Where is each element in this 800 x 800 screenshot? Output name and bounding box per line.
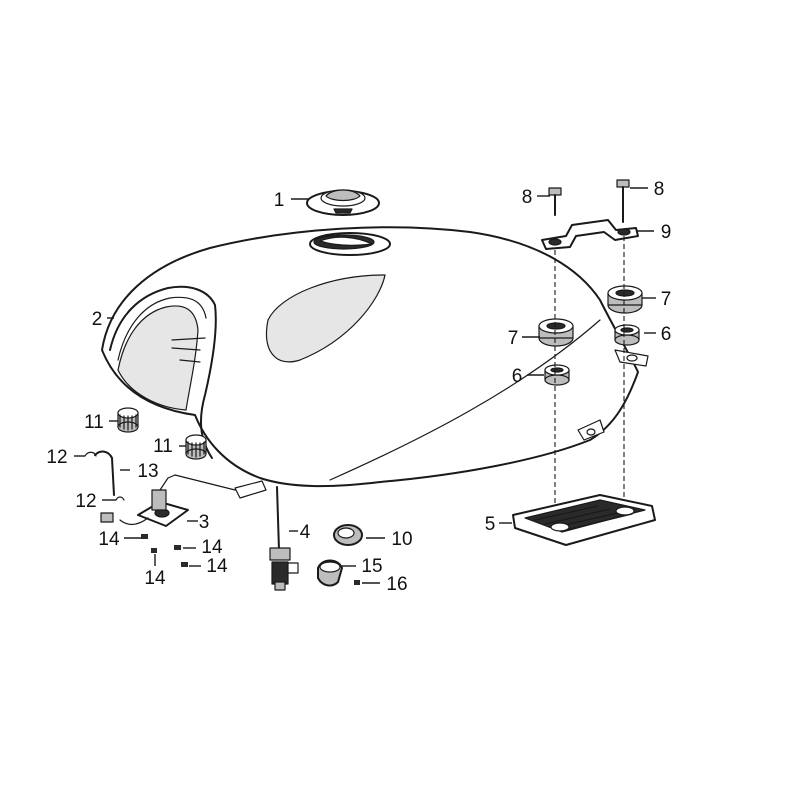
callout-14-a: 14 [98, 529, 120, 550]
callout-15: 15 [361, 556, 382, 577]
knob-screw [354, 580, 360, 585]
rubber-mat [512, 494, 656, 546]
tap-knob [317, 559, 343, 587]
rubber-ring [333, 524, 363, 546]
grommet-middle [538, 318, 574, 347]
leader-lines [74, 187, 656, 584]
breather-hose [94, 450, 115, 496]
screw-a [141, 534, 148, 539]
callout-11-lower: 11 [153, 436, 173, 457]
callout-16: 16 [386, 574, 407, 595]
callout-7-right: 7 [661, 289, 672, 310]
callout-6-right: 6 [661, 324, 672, 345]
callout-labels: 1 2 3 4 5 6 6 7 7 8 8 9 10 11 11 12 12 1… [46, 179, 671, 595]
damper-lower [185, 434, 207, 460]
screw-d [181, 562, 188, 567]
callout-3: 3 [199, 512, 210, 533]
callout-9: 9 [661, 222, 672, 243]
callout-11-upper: 11 [84, 412, 104, 433]
callout-4: 4 [300, 522, 311, 543]
callout-10: 10 [391, 529, 412, 550]
bolt-left [548, 187, 562, 216]
hose-clip-upper [84, 451, 97, 457]
callout-1: 1 [274, 190, 285, 211]
small-grommet-left [544, 364, 570, 386]
callout-14-c: 14 [144, 568, 166, 589]
callout-7-left: 7 [508, 328, 519, 349]
bolt-right [616, 179, 630, 223]
fuel-tank [101, 226, 649, 488]
callout-14-b: 14 [201, 537, 223, 558]
small-grommet-right [614, 324, 640, 346]
fuel-cap [306, 189, 380, 216]
callout-12-lower: 12 [75, 491, 96, 512]
callout-5: 5 [485, 514, 496, 535]
fuel-tap [269, 486, 299, 591]
callout-8-left: 8 [522, 187, 533, 208]
grommet-upper-right [607, 285, 643, 314]
screw-b [174, 545, 181, 550]
fuel-level-sender [100, 474, 267, 527]
screw-c [151, 548, 157, 553]
callout-12-upper: 12 [46, 447, 67, 468]
hose-clip-lower [115, 496, 125, 501]
callout-14-d: 14 [206, 556, 228, 577]
callout-6-left: 6 [512, 366, 523, 387]
mounting-bracket [541, 219, 639, 250]
callout-8-right: 8 [654, 179, 665, 200]
callout-2: 2 [92, 309, 103, 330]
callout-13: 13 [137, 461, 158, 482]
damper-upper [117, 407, 139, 433]
